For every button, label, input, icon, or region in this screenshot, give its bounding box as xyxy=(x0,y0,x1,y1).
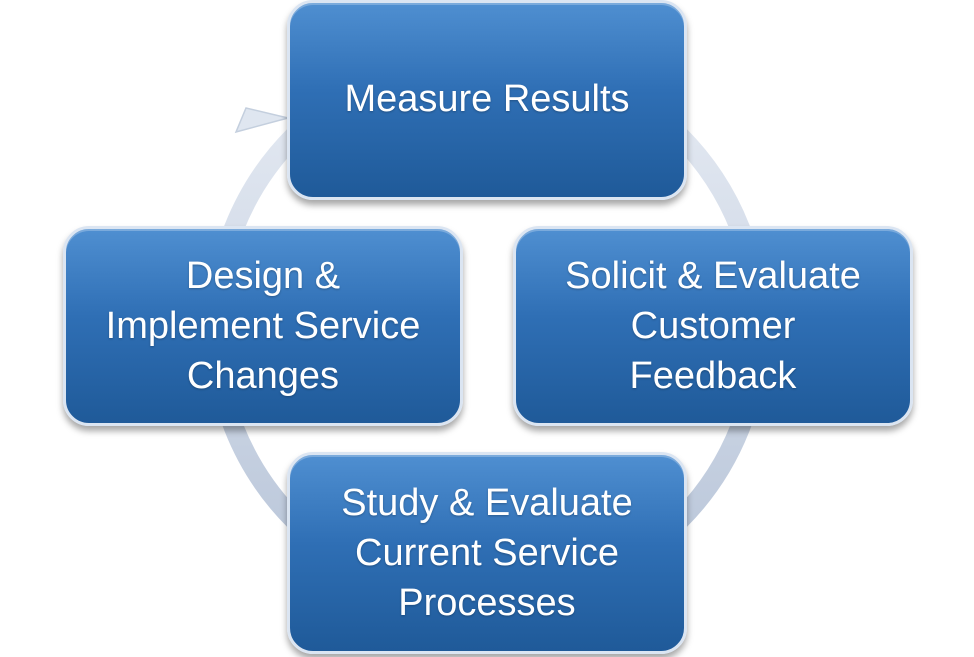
step-label: Design & Implement Service Changes xyxy=(105,255,421,397)
step-label: Solicit & Evaluate Customer Feedback xyxy=(565,255,861,397)
step-solicit-evaluate-feedback: Solicit & Evaluate Customer Feedback xyxy=(513,226,913,426)
step-measure-results: Measure Results xyxy=(287,0,687,200)
step-label: Study & Evaluate Current Service Process… xyxy=(341,482,633,624)
step-design-implement-changes: Design & Implement Service Changes xyxy=(63,226,463,426)
step-study-evaluate-processes: Study & Evaluate Current Service Process… xyxy=(287,452,687,654)
cycle-arrowhead xyxy=(234,107,289,134)
step-label: Measure Results xyxy=(344,78,630,120)
